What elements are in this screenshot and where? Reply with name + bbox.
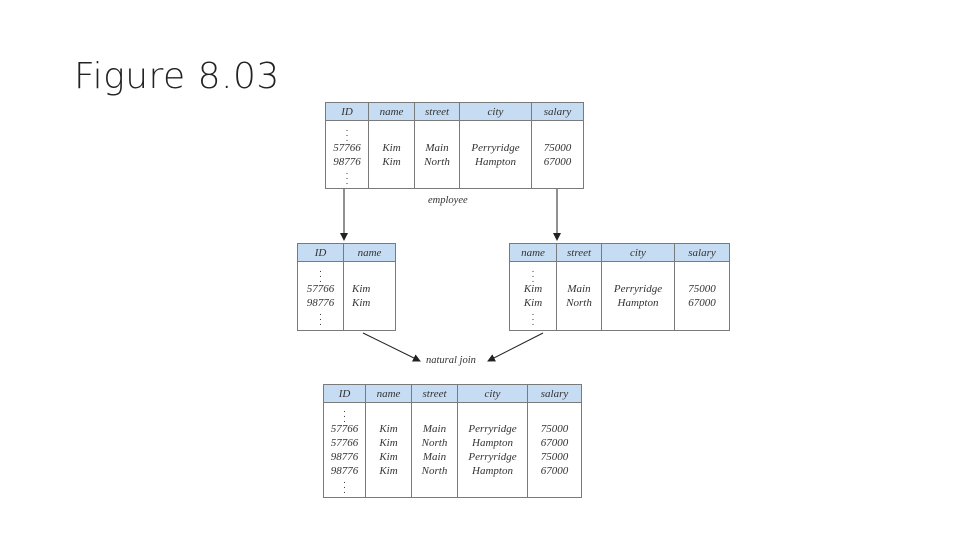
cell: 98776 xyxy=(306,297,335,309)
slide-title: Figure 8.03 xyxy=(74,56,280,97)
cell: Kim xyxy=(352,297,371,309)
id-column: ... 57766 98776 ... xyxy=(326,121,369,188)
projection-left-table: ID name ... 57766 98776 ... Kim Kim xyxy=(297,243,396,331)
column-header: salary xyxy=(540,387,569,400)
column-header: ID xyxy=(298,244,344,261)
column-header: city xyxy=(458,385,528,402)
column-header: city xyxy=(460,103,532,120)
ellipsis-icon: ... xyxy=(531,264,535,284)
cell: North xyxy=(421,437,448,449)
column-header: street xyxy=(415,103,460,120)
cell: 67000 xyxy=(688,297,716,309)
cell: Kim xyxy=(382,155,401,168)
table-header: ID name street city salary xyxy=(324,385,581,403)
column-header: city xyxy=(602,244,675,261)
salary-column: 75000 67000 xyxy=(675,262,729,330)
street-column: Main North xyxy=(557,262,602,330)
street-column: Main North Main North xyxy=(412,403,458,497)
cell: 67000 xyxy=(540,437,569,449)
arrow-left-to-join xyxy=(362,332,421,362)
cell: Hampton xyxy=(472,437,513,449)
city-column: Perryridge Hampton Perryridge Hampton xyxy=(458,403,528,497)
city-column: Perryridge Hampton xyxy=(460,121,532,188)
cell: 75000 xyxy=(540,423,569,435)
ellipsis-icon: ... xyxy=(531,307,535,327)
cell: Kim xyxy=(379,465,398,477)
column-header: ID xyxy=(324,385,366,402)
ellipsis-icon: ... xyxy=(343,404,346,424)
employee-table: ID name street city salary ... 57766 987… xyxy=(325,102,584,189)
cell: 67000 xyxy=(543,155,572,168)
cell: Kim xyxy=(379,423,398,435)
column-header: salary xyxy=(543,105,572,118)
cell: 67000 xyxy=(540,465,569,477)
cell: 57766 xyxy=(330,437,359,449)
ellipsis-icon: ... xyxy=(345,165,349,186)
cell: 57766 xyxy=(330,423,359,435)
column-header: street xyxy=(412,385,458,402)
ellipsis-icon: ... xyxy=(343,475,346,495)
city-column: Perryridge Hampton xyxy=(602,262,675,330)
salary-column: 75000 67000 xyxy=(532,121,583,188)
cell: 98776 xyxy=(330,465,359,477)
ellipsis-icon: ... xyxy=(345,122,349,143)
column-header: name xyxy=(510,244,557,261)
name-column: Kim Kim xyxy=(369,121,415,188)
street-column: Main North xyxy=(415,121,460,188)
cell: 57766 xyxy=(333,141,361,154)
column-header: ID xyxy=(326,103,369,120)
table-header: ID name xyxy=(298,244,395,262)
cell: North xyxy=(424,155,450,168)
cell: 57766 xyxy=(306,283,335,295)
table-header: ID name street city salary xyxy=(326,103,583,121)
cell: Main xyxy=(425,141,449,154)
id-column: ... 57766 98776 ... xyxy=(298,262,344,330)
ellipsis-icon: ... xyxy=(319,264,322,284)
cell: Hampton xyxy=(472,465,513,477)
cell: 75000 xyxy=(688,283,716,295)
cell: Hampton xyxy=(617,297,659,309)
cell: Perryridge xyxy=(471,141,520,154)
cell: Perryridge xyxy=(468,451,517,463)
projection-right-table: name street city salary ... Kim Kim ... … xyxy=(509,243,730,331)
column-header: name xyxy=(357,246,382,259)
column-header: name xyxy=(366,385,412,402)
column-header: street xyxy=(557,244,602,261)
id-column: ... 57766 57766 98776 98776 ... xyxy=(324,403,366,497)
natural-join-caption: natural join xyxy=(426,355,476,366)
cell: Main xyxy=(567,283,591,295)
cell: Kim xyxy=(382,141,401,154)
employee-caption: employee xyxy=(428,195,468,206)
cell: North xyxy=(566,297,592,309)
cell: Kim xyxy=(523,297,543,309)
column-header: salary xyxy=(688,246,716,259)
cell: 75000 xyxy=(543,141,572,154)
cell: 98776 xyxy=(333,155,361,168)
cell: 75000 xyxy=(540,451,569,463)
join-result-table: ID name street city salary ... 57766 577… xyxy=(323,384,582,498)
cell: Kim xyxy=(523,283,543,295)
arrow-right-to-join xyxy=(487,332,544,362)
ellipsis-icon: ... xyxy=(319,307,322,327)
name-column: Kim Kim Kim Kim xyxy=(366,403,412,497)
cell: Hampton xyxy=(475,155,516,168)
cell: North xyxy=(421,465,448,477)
column-header: name xyxy=(369,103,415,120)
name-column: Kim Kim xyxy=(344,262,395,330)
table-header: name street city salary xyxy=(510,244,729,262)
cell: Main xyxy=(422,451,447,463)
cell: Main xyxy=(422,423,447,435)
cell: 98776 xyxy=(330,451,359,463)
salary-column: 75000 67000 75000 67000 xyxy=(528,403,581,497)
cell: Perryridge xyxy=(613,283,663,295)
cell: Kim xyxy=(379,437,398,449)
cell: Perryridge xyxy=(468,423,517,435)
cell: Kim xyxy=(352,283,371,295)
cell: Kim xyxy=(379,451,398,463)
name-column: ... Kim Kim ... xyxy=(510,262,557,330)
